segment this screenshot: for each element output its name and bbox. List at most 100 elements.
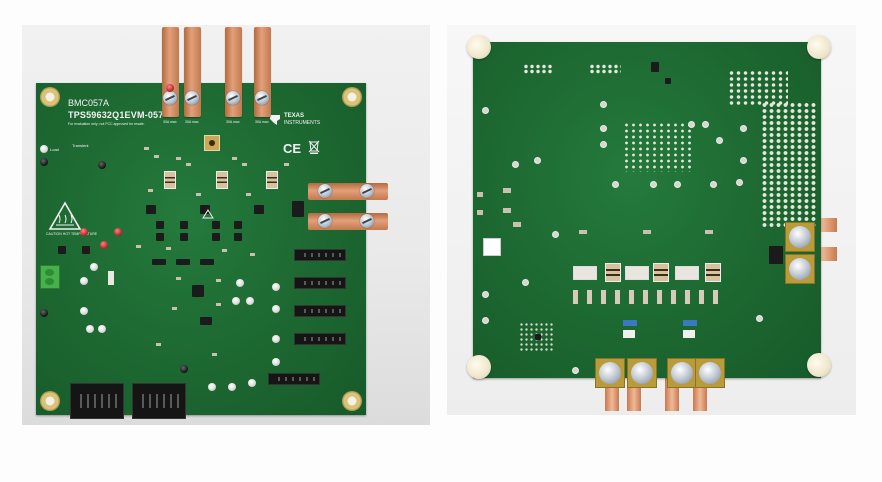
nut — [699, 362, 721, 384]
terminal-pad — [595, 358, 625, 388]
ic-chip — [146, 205, 156, 214]
testpoint-red[interactable] — [166, 84, 174, 92]
copper-lug-horizontal — [308, 183, 388, 200]
ic-chip — [200, 259, 214, 265]
caution-label: CAUTION HOT TEMPERATURE — [46, 232, 98, 236]
nut — [789, 258, 811, 280]
pin-header[interactable] — [268, 373, 320, 385]
testpoint-white[interactable] — [272, 335, 280, 343]
testpoint-white[interactable] — [228, 383, 236, 391]
testpoint-white[interactable] — [80, 277, 88, 285]
hot-surface-warning-icon — [48, 201, 82, 230]
mounting-hole — [40, 87, 60, 107]
lug-label: 30A max — [226, 120, 240, 124]
mosfet — [234, 221, 242, 229]
sma-connector[interactable] — [204, 135, 220, 151]
pin-header[interactable] — [294, 305, 346, 317]
inductor-pad — [625, 266, 649, 280]
component-cluster — [623, 122, 693, 172]
pcb-bottom-view-photo — [447, 25, 856, 415]
board-model-label: TPS59632Q1EVM-057 — [68, 110, 164, 120]
switch[interactable] — [108, 271, 114, 285]
pad-array — [728, 70, 788, 105]
ti-logo: TEXAS INSTRUMENTS — [268, 113, 320, 132]
inductor — [216, 171, 228, 189]
copper-lug-horizontal — [308, 213, 388, 230]
capacitor — [653, 263, 669, 282]
copper-lug — [184, 27, 201, 93]
nut — [789, 226, 811, 248]
box-header-j10[interactable] — [132, 383, 186, 419]
testpoint-black[interactable] — [40, 158, 48, 166]
pin-header[interactable] — [294, 333, 346, 345]
mounting-hole — [40, 391, 60, 411]
pad-array — [761, 102, 817, 227]
inductor-pad — [675, 266, 699, 280]
weee-bin-icon — [308, 140, 320, 154]
box-header-j1[interactable] — [70, 383, 124, 419]
testpoint-white[interactable] — [248, 379, 256, 387]
ic-chip — [200, 205, 210, 214]
testpoint-white[interactable] — [80, 307, 88, 315]
mosfet — [212, 221, 220, 229]
testpoint-white[interactable] — [90, 263, 98, 271]
testpoint-black[interactable] — [98, 161, 106, 169]
smd-component — [683, 330, 695, 338]
testpoint-white[interactable] — [272, 305, 280, 313]
screw — [163, 91, 177, 105]
inductor-pad — [573, 266, 597, 280]
screw — [318, 214, 332, 228]
testpoint-black[interactable] — [180, 365, 188, 373]
screw — [318, 184, 332, 198]
terminal-pad — [627, 358, 657, 388]
ce-mark: CE — [283, 141, 302, 156]
copper-lug — [162, 27, 179, 93]
via-array — [523, 64, 553, 74]
resistor-row — [573, 290, 723, 304]
ic-chip — [176, 259, 190, 265]
trim-potentiometer[interactable] — [623, 320, 637, 326]
testpoint-white[interactable] — [208, 383, 216, 391]
ic-chip — [535, 334, 541, 340]
testpoint-white[interactable] — [246, 297, 254, 305]
testpoint-white[interactable] — [86, 325, 94, 333]
terminal-pad — [785, 222, 815, 252]
testpoint-black[interactable] — [40, 309, 48, 317]
nylon-standoff — [467, 355, 491, 379]
ic-chip — [152, 259, 166, 265]
controller-ic — [192, 285, 204, 297]
screw — [360, 214, 374, 228]
testpoint-white[interactable] — [236, 279, 244, 287]
pcb-board-top: BMC057A TPS59632Q1EVM-057 For evaluation… — [36, 81, 388, 419]
screw — [185, 91, 199, 105]
testpoint-red[interactable] — [80, 228, 88, 236]
mounting-hole — [342, 87, 362, 107]
pin-header[interactable] — [294, 249, 346, 261]
mosfet — [180, 221, 188, 229]
testpoint-white[interactable] — [272, 358, 280, 366]
copper-lug — [254, 27, 271, 93]
screw — [360, 184, 374, 198]
screw — [226, 91, 240, 105]
testpoint-white[interactable] — [98, 325, 106, 333]
terminal-block[interactable] — [40, 265, 60, 289]
terminal-pad — [695, 358, 725, 388]
testpoint-red[interactable] — [100, 241, 108, 249]
nut — [599, 362, 621, 384]
trim-potentiometer[interactable] — [683, 320, 697, 326]
copper-lug — [254, 81, 271, 117]
pin-header[interactable] — [294, 277, 346, 289]
testpoint-white[interactable] — [232, 297, 240, 305]
lug-label: 30A max — [163, 120, 177, 124]
testpoint-white[interactable] — [40, 145, 48, 153]
hot-surface-warning: CAUTION HOT TEMPERATURE — [46, 201, 97, 236]
testpoint-red[interactable] — [114, 228, 122, 236]
mosfet — [156, 221, 164, 229]
screw — [255, 91, 269, 105]
ic-chip — [82, 246, 90, 254]
testpoint-white[interactable] — [272, 283, 280, 291]
capacitor — [605, 263, 621, 282]
ic-chip — [254, 205, 264, 214]
copper-lug — [225, 81, 242, 117]
copper-lug — [184, 81, 201, 117]
